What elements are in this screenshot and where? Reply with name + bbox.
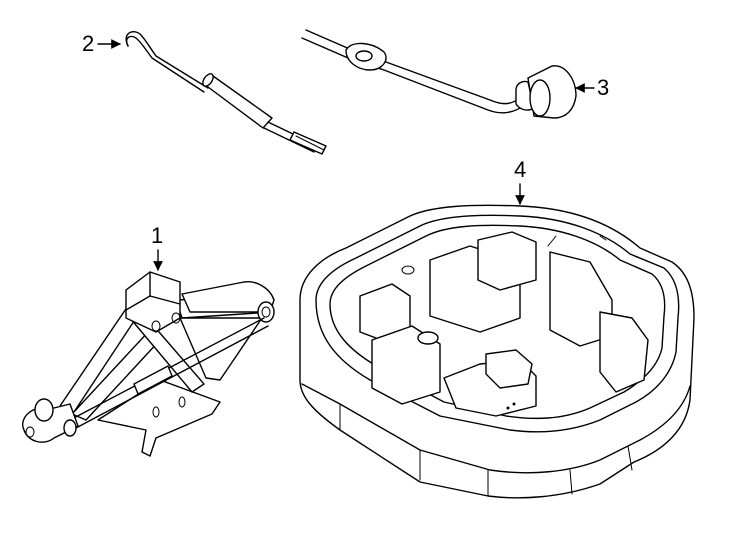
callout-2-label: 2: [82, 31, 94, 56]
callout-4-label: 4: [514, 157, 526, 182]
callout-3-label: 3: [597, 75, 609, 100]
storage-tray-drawing: [299, 204, 695, 499]
callout-1: 1: [151, 223, 163, 271]
scissor-jack-drawing: [22, 271, 275, 457]
callout-1-label: 1: [151, 223, 163, 248]
callout-2: 2: [82, 31, 121, 56]
callout-4: 4: [514, 157, 526, 205]
lug-wrench-drawing: [301, 29, 577, 119]
callout-3: 3: [575, 75, 609, 100]
jack-handle-drawing: [125, 30, 327, 155]
